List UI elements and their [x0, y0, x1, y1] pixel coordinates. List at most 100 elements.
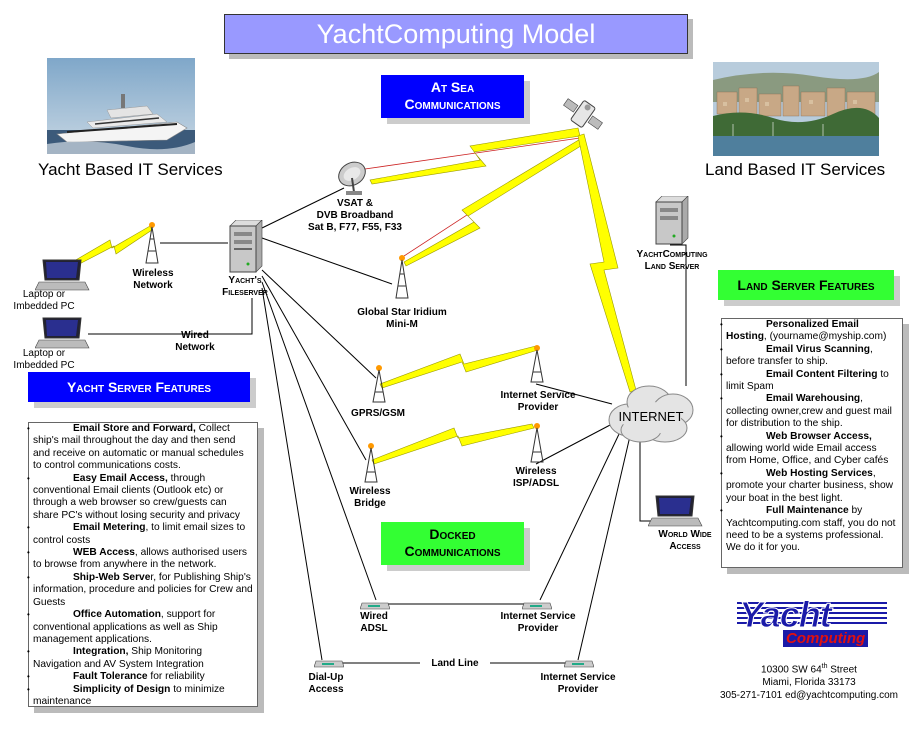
page-title: YachtComputing Model [224, 14, 688, 54]
feature-item: Office Automation, support for conventio… [27, 609, 253, 646]
wireless-isp-label: Wireless ISP/ADSL [512, 466, 560, 489]
global-star-antenna-icon [392, 254, 412, 305]
isp-label-1: Internet Service Provider [500, 390, 576, 413]
land-server-icon [654, 195, 690, 251]
gprs-label: GPRS/GSM [351, 408, 405, 419]
feature-item: Email Virus Scanning, before transfer to… [720, 343, 898, 369]
link-fileserver-bridge [261, 275, 367, 461]
feature-title: Email Warehousing [766, 393, 861, 405]
yacht-it-heading: Yacht Based IT Services [38, 160, 223, 179]
laptop-label-1: Laptop or Imbedded PC [13, 289, 75, 312]
feature-description: , promote your charter business, show yo… [726, 467, 894, 504]
link-fileserver-gprs [261, 269, 377, 379]
feature-item: Web Hosting Services, promote your chart… [720, 467, 898, 505]
feature-description: to minimize maintenance [33, 683, 225, 707]
vsat-dish-icon [336, 158, 372, 201]
feature-item: Simplicity of Design to minimize mainten… [27, 683, 253, 709]
feature-title: Email Metering [73, 522, 146, 534]
wireless-network-label: Wireless Network [132, 268, 174, 291]
feature-title: Full Maintenance [766, 505, 849, 517]
vsat-label: VSAT & DVB Broadband Sat B, F77, F55, F3… [308, 198, 402, 233]
feature-title: Web Browser Access, [766, 430, 872, 442]
feature-description: , (yourname@myship.com) [763, 331, 887, 343]
feature-item: Full Maintenance by Yachtcomputing.com s… [720, 505, 898, 555]
address-city: Miami, Florida 33173 [762, 677, 856, 689]
www-access-label: World Wide Access [658, 529, 712, 552]
wireless-isp-antenna-icon [527, 422, 547, 469]
feature-title: Web Hosting Services [766, 467, 873, 479]
isp-label-3: Internet Service Provider [540, 672, 616, 695]
land-features-list: Personalized Email Hosting, (yourname@my… [720, 319, 902, 555]
lightning-sat-dish [369, 127, 581, 185]
feature-description: by Yachtcomputing.com staff, you do not … [726, 505, 896, 554]
feature-description: through conventional Email clients (Outl… [33, 472, 240, 521]
yacht-features-panel: Email Store and Forward, Collect ship's … [27, 422, 258, 709]
link-isp2-internet [539, 431, 621, 601]
link-wired-network [88, 298, 253, 335]
feature-item: Web Browser Access, allowing world wide … [720, 430, 898, 468]
link-sat-dish [357, 137, 581, 171]
world-wide-laptop-icon [647, 494, 704, 533]
wireless-bridge-label: Wireless Bridge [349, 486, 391, 509]
wired-adsl-label: Wired ADSL [360, 611, 388, 634]
lightning-gprs-isp [379, 345, 539, 389]
laptop-label-2: Laptop or Imbedded PC [13, 348, 75, 371]
feature-title: Fault Tolerance [73, 671, 148, 683]
feature-description: to limit Spam [726, 368, 889, 393]
global-star-label: Global Star Iridium Mini-M [357, 307, 447, 330]
logo-wordmark-yacht: Yacht [739, 594, 833, 636]
link-fileserver-dialup [261, 287, 323, 661]
feature-title: Email Virus Scanning [766, 343, 870, 355]
feature-description: r, for Publishing Ship's information, pr… [33, 571, 253, 608]
feature-title: WEB Access [73, 547, 135, 559]
isp-antenna-icon [527, 344, 547, 389]
wireless-network-antenna-icon [142, 221, 162, 270]
lightning-sat-globalstar [403, 137, 585, 267]
land-line-label: Land Line [420, 658, 490, 670]
dialup-label: Dial-Up Access [308, 672, 344, 695]
feature-title: Easy Email Access, [73, 472, 168, 484]
yacht-fileserver-icon [228, 219, 264, 279]
feature-description: Collect ship's mail throughout the day a… [33, 423, 244, 472]
feature-title: Office Automation [73, 609, 161, 621]
wireless-bridge-antenna-icon [361, 442, 381, 489]
company-address: 10300 SW 64th Street Miami, Florida 3317… [716, 660, 902, 702]
fileserver-label: Yacht's Fileserver [222, 275, 268, 298]
feature-item: Email Metering, to limit email sizes to … [27, 522, 253, 547]
link-fileserver-globalstar [261, 237, 393, 285]
feature-title: Personalized Email Hosting [726, 319, 859, 343]
feature-title: Simplicity of Design [73, 683, 171, 695]
feature-title: Email Content Filtering [766, 368, 878, 380]
yacht-features-list: Email Store and Forward, Collect ship's … [27, 423, 257, 709]
internet-cloud-icon [603, 380, 699, 451]
feature-item: Personalized Email Hosting, (yourname@my… [720, 319, 898, 344]
feature-description: , allows authorised users to browse from… [33, 547, 248, 571]
laptop-icon [34, 316, 91, 355]
at-sea-banner: At Sea Communications [381, 75, 524, 118]
feature-item: Fault Tolerance for reliability [27, 671, 253, 684]
isp-label-2: Internet Service Provider [500, 611, 576, 634]
docked-banner: Docked Communications [381, 522, 524, 565]
satellite-icon [558, 92, 608, 141]
laptop-icon [34, 258, 91, 297]
gprs-antenna-icon [369, 364, 389, 409]
harbor-town-photo [713, 62, 879, 156]
feature-item: Easy Email Access, through conventional … [27, 472, 253, 523]
feature-description: , before transfer to ship. [726, 343, 873, 368]
link-isp3-internet [577, 435, 631, 661]
address-street: 10300 SW 64th Street [761, 663, 857, 676]
feature-item: Integration, Ship Monitoring Navigation … [27, 646, 253, 671]
land-server-label: YachtComputing Land Server [636, 249, 708, 272]
feature-item: Email Content Filtering to limit Spam [720, 368, 898, 394]
link-isp1-internet [535, 383, 613, 405]
feature-item: Email Warehousing, collecting owner,crew… [720, 393, 898, 430]
feature-description: Ship Monitoring Navigation and AV System… [33, 646, 204, 670]
feature-description: for reliability [147, 671, 205, 683]
feature-item: WEB Access, allows authorised users to b… [27, 547, 253, 572]
land-features-panel: Personalized Email Hosting, (yourname@my… [720, 318, 903, 568]
link-fileserver-adsl [261, 281, 377, 601]
lightning-bridge-wisp [371, 423, 535, 465]
feature-description: , to limit email sizes to control costs [33, 522, 246, 546]
link-wisp-internet [535, 423, 613, 465]
